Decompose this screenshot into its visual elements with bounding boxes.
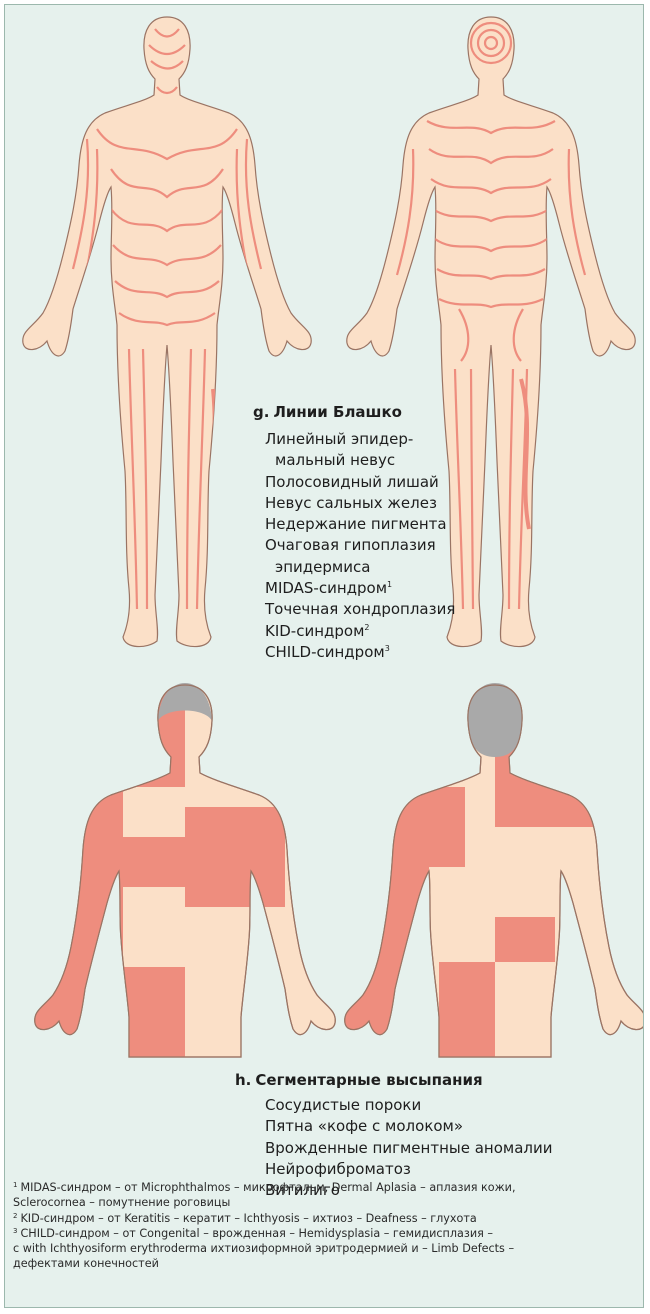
section-h-heading: h.Сегментарные высыпания (235, 1071, 483, 1089)
list-item: мальный невус (265, 450, 455, 471)
section-g-title: Линии Блашко (273, 403, 402, 421)
list-item-text: KID-синдром (265, 622, 364, 640)
list-item: CHILD-синдром3 (265, 642, 455, 663)
section-g-heading: g.Линии Блашко (253, 403, 402, 421)
list-item: эпидермиса (265, 557, 455, 578)
list-item-text: Полосовидный лишай (265, 473, 439, 491)
list-item: Недержание пигмента (265, 514, 455, 535)
list-item-text: Недержание пигмента (265, 515, 447, 533)
footnote-line: дефектами конечностей (13, 1256, 639, 1271)
footnote-text: CHILD-синдром – от Congenital – врожденн… (20, 1227, 493, 1240)
footnote-text: дефектами конечностей (13, 1257, 159, 1270)
list-item: Невус сальных желез (265, 493, 455, 514)
footnote-number: 3 (13, 1227, 17, 1235)
footnote-number: 1 (13, 1181, 17, 1189)
list-item: Очаговая гипоплазия (265, 535, 455, 556)
segmental-front-figure (25, 677, 345, 1077)
section-g-letter: g. (253, 403, 269, 421)
footnote-text: с with Ichthyosiform erythroderma ихтиоз… (13, 1242, 514, 1255)
list-item-text: CHILD-синдром (265, 643, 385, 661)
list-item: Сосудистые пороки (265, 1095, 553, 1116)
list-item: Пятна «кофе с молоком» (265, 1116, 553, 1137)
list-item-text: Очаговая гипоплазия (265, 536, 436, 554)
list-item-text: Линейный эпидер- (265, 430, 413, 448)
list-item-text: Нейрофиброматоз (265, 1160, 411, 1178)
list-item-text: эпидермиса (275, 558, 370, 576)
list-item: Линейный эпидер- (265, 429, 455, 450)
footnote-line: с with Ichthyosiform erythroderma ихтиоз… (13, 1241, 639, 1256)
figure-panel: g.Линии Блашко Линейный эпидер-мальный н… (4, 4, 644, 1308)
list-item-text: MIDAS-синдром (265, 579, 387, 597)
list-item-text: Невус сальных желез (265, 494, 437, 512)
list-item: MIDAS-синдром1 (265, 578, 455, 599)
list-item: Полосовидный лишай (265, 472, 455, 493)
footnote-ref: 3 (385, 644, 390, 653)
list-item-text: Сосудистые пороки (265, 1096, 421, 1114)
segmental-back-figure (335, 677, 644, 1077)
list-item-text: мальный невус (275, 451, 395, 469)
footnote-ref: 1 (387, 580, 392, 589)
footnote-text: MIDAS-синдром – от Microphthalmos – микр… (20, 1181, 515, 1194)
section-h-letter: h. (235, 1071, 251, 1089)
list-item: Врожденные пигментные аномалии (265, 1138, 553, 1159)
section-h-title: Сегментарные высыпания (255, 1071, 482, 1089)
list-item: KID-синдром2 (265, 621, 455, 642)
footnote-line: Sclerocornea – помутнение роговицы (13, 1195, 639, 1210)
list-item-text: Врожденные пигментные аномалии (265, 1139, 553, 1157)
footnote-text: KID-синдром – от Keratitis – кератит – I… (20, 1212, 476, 1225)
list-item: Точечная хондроплазия (265, 599, 455, 620)
footnote-text: Sclerocornea – помутнение роговицы (13, 1196, 230, 1209)
footnote-number: 2 (13, 1212, 17, 1220)
list-item-text: Точечная хондроплазия (265, 600, 455, 618)
list-item: Нейрофиброматоз (265, 1159, 553, 1180)
list-item-text: Пятна «кофе с молоком» (265, 1117, 463, 1135)
footnote-ref: 2 (364, 623, 369, 632)
